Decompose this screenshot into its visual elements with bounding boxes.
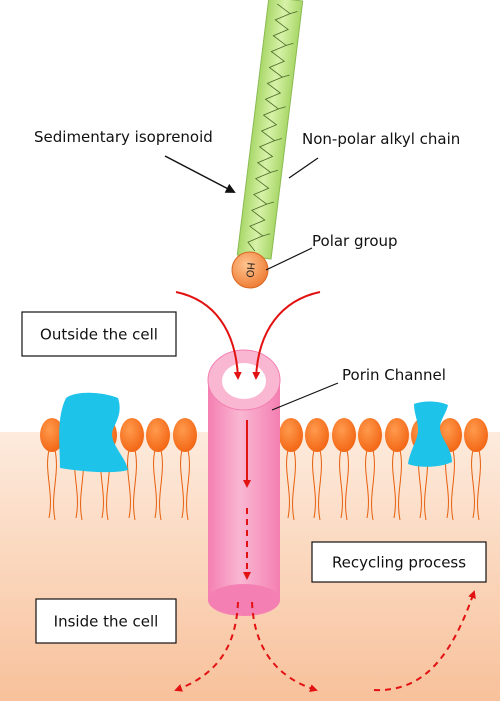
pointer-polar <box>265 247 313 271</box>
lipid-head <box>358 418 382 452</box>
carbon-skeleton <box>247 3 291 252</box>
lipid-tail <box>180 449 190 521</box>
lipid-head <box>305 418 329 452</box>
polar-label: Polar group <box>312 232 398 250</box>
lipid-tail <box>392 449 402 521</box>
polar-headgroup <box>231 251 269 289</box>
lipid-tail <box>127 449 137 521</box>
outside-box <box>21 311 177 357</box>
lipid-tail <box>365 449 375 521</box>
exit-arrow-left <box>174 601 239 692</box>
pointer-alkyl <box>288 157 319 179</box>
lipid-head <box>464 418 488 452</box>
membrane-protein-left <box>59 392 128 473</box>
lipid-tail <box>312 449 322 521</box>
inside-box <box>35 598 177 644</box>
lipid-tail <box>339 449 349 521</box>
lipid-head <box>385 418 409 452</box>
lipid-head <box>146 418 170 452</box>
lipid-head <box>279 418 303 452</box>
recycling-label: Recycling process <box>332 554 466 572</box>
pointer-sedimentary <box>164 155 236 193</box>
outside-label: Outside the cell <box>40 326 158 344</box>
entry-arrow-right <box>252 291 321 380</box>
lipid-head <box>40 418 64 452</box>
porin-label: Porin Channel <box>342 366 446 384</box>
lipid-tail <box>471 449 481 521</box>
pointer-porin <box>271 382 339 411</box>
lipid-head <box>332 418 356 452</box>
lipid-tail <box>153 449 163 521</box>
lipid-head <box>120 418 144 452</box>
inside-label: Inside the cell <box>54 613 159 631</box>
membrane-protein-right <box>408 401 452 467</box>
recycling-arrow <box>373 590 476 692</box>
entry-arrow-left <box>175 291 242 380</box>
porin-channel <box>207 349 281 616</box>
ho-label: HO <box>243 262 255 278</box>
alkyl-label: Non-polar alkyl chain <box>302 130 460 148</box>
lipid-head <box>173 418 197 452</box>
lipid-tail <box>286 449 296 521</box>
recycling-box <box>311 541 487 583</box>
sedimentary-label: Sedimentary isoprenoid <box>34 128 213 146</box>
isoprenoid-molecule <box>236 0 304 260</box>
exit-arrow-right <box>251 601 318 693</box>
lipid-tail <box>47 449 57 521</box>
